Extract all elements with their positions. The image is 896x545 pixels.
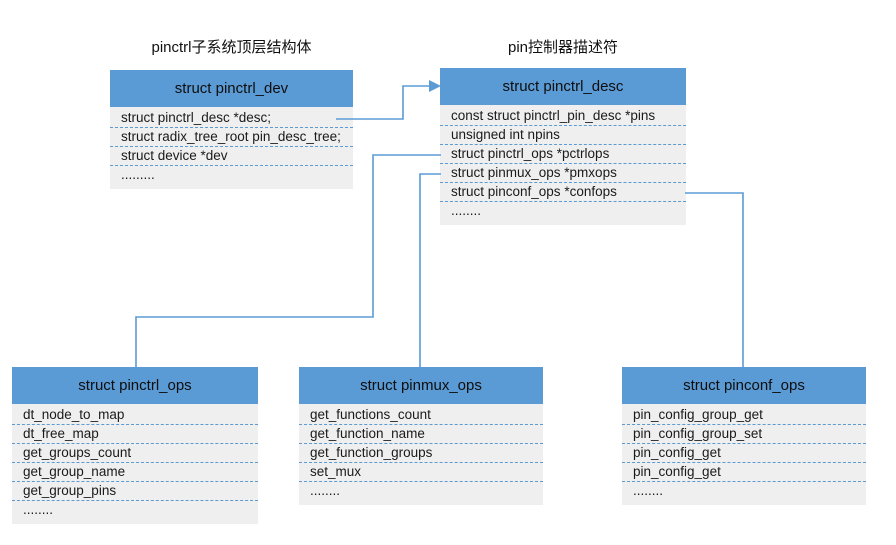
struct-field: dt_node_to_map: [12, 406, 258, 425]
struct-field: get_group_name: [12, 463, 258, 482]
pinconf-ops-fields: pin_config_group_get pin_config_group_se…: [622, 404, 866, 505]
pinconf-ops-title: struct pinconf_ops: [622, 367, 866, 404]
struct-field: struct pinconf_ops *confops: [440, 183, 686, 202]
struct-field: ........: [23, 502, 54, 517]
caption-pinctrl-desc: pin控制器描述符: [507, 39, 619, 56]
struct-field: ........: [633, 483, 664, 498]
struct-field: ........: [310, 483, 341, 498]
struct-field: get_groups_count: [12, 444, 258, 463]
pinctrl-dev-fields: struct pinctrl_desc *desc; struct radix_…: [110, 107, 353, 189]
pinctrl-desc-box: struct pinctrl_desc const struct pinctrl…: [440, 68, 686, 225]
caption-pinctrl-dev: pinctrl子系统顶层结构体: [151, 39, 312, 56]
struct-field: pin_config_group_get: [622, 406, 866, 425]
struct-field: get_function_name: [299, 425, 543, 444]
pinconf-ops-box: struct pinconf_ops pin_config_group_get …: [622, 367, 866, 505]
struct-field: struct pinmux_ops *pmxops: [440, 164, 686, 183]
struct-field: struct radix_tree_root pin_desc_tree;: [110, 128, 353, 147]
struct-field: pin_config_get: [622, 463, 866, 482]
struct-field: get_functions_count: [299, 406, 543, 425]
struct-field: struct pinctrl_desc *desc;: [110, 109, 353, 128]
struct-field: dt_free_map: [12, 425, 258, 444]
connector-pmxops-to-pinmux-ops: [419, 173, 441, 368]
connector-confops-to-pinconf-ops: [685, 192, 744, 368]
struct-field: get_group_pins: [12, 482, 258, 501]
pinctrl-dev-title: struct pinctrl_dev: [110, 70, 353, 107]
pinctrl-ops-fields: dt_node_to_map dt_free_map get_groups_co…: [12, 404, 258, 524]
pinmux-ops-fields: get_functions_count get_function_name ge…: [299, 404, 543, 505]
struct-field: const struct pinctrl_pin_desc *pins: [440, 107, 686, 126]
struct-field: pin_config_group_set: [622, 425, 866, 444]
pinctrl-desc-fields: const struct pinctrl_pin_desc *pins unsi…: [440, 105, 686, 225]
pinmux-ops-title: struct pinmux_ops: [299, 367, 543, 404]
struct-field: get_function_groups: [299, 444, 543, 463]
pinmux-ops-box: struct pinmux_ops get_functions_count ge…: [299, 367, 543, 505]
struct-field: set_mux: [299, 463, 543, 482]
struct-field: unsigned int npins: [440, 126, 686, 145]
struct-field: struct pinctrl_ops *pctrlops: [440, 145, 686, 164]
pinctrl-ops-box: struct pinctrl_ops dt_node_to_map dt_fre…: [12, 367, 258, 524]
struct-field: .........: [121, 167, 155, 182]
struct-field: struct device *dev: [110, 147, 353, 166]
pinctrl-desc-title: struct pinctrl_desc: [440, 68, 686, 105]
pinctrl-dev-box: struct pinctrl_dev struct pinctrl_desc *…: [110, 70, 353, 189]
struct-field: pin_config_get: [622, 444, 866, 463]
struct-field: ........: [451, 203, 482, 218]
pinctrl-ops-title: struct pinctrl_ops: [12, 367, 258, 404]
